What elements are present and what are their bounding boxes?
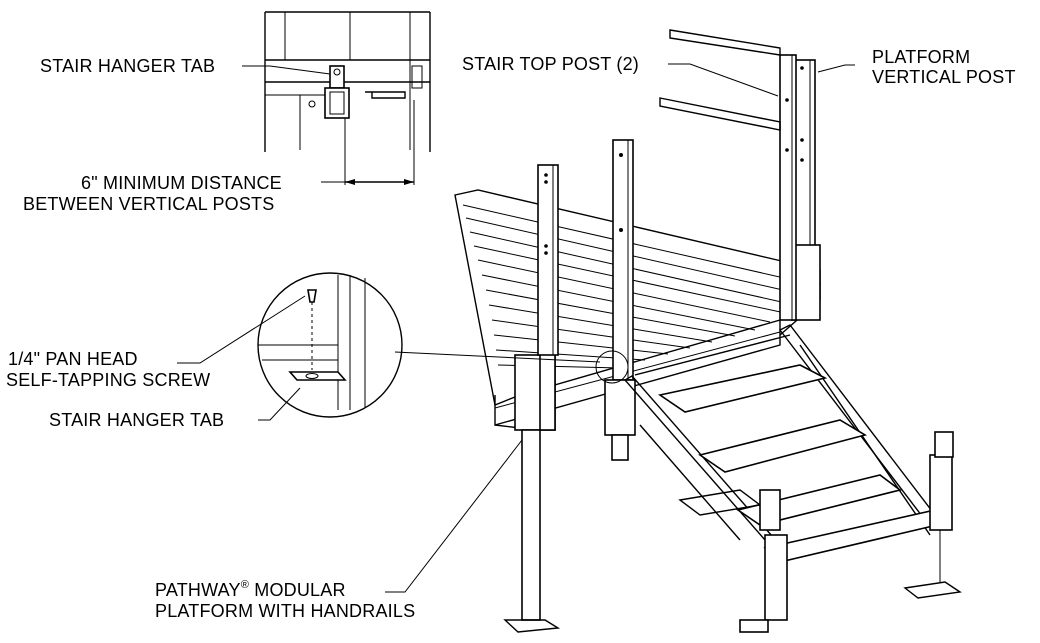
hanger-tab-detail-view [264, 11, 431, 185]
pathway-label-line2: PLATFORM WITH HANDRAILS [155, 601, 415, 621]
pathway-label-prefix: PATHWAY [155, 580, 241, 600]
stair-hanger-tab-top-label: STAIR HANGER TAB [40, 56, 215, 76]
pathway-label-suffix: MODULAR [249, 580, 346, 600]
platform-vertical-post-label-line2: VERTICAL POST [872, 67, 1016, 87]
pathway-label-line1: PATHWAY® MODULAR [155, 579, 346, 600]
stair-top-post-label: STAIR TOP POST (2) [462, 54, 639, 74]
min-distance-label-line1: 6" MINIMUM DISTANCE [81, 173, 282, 193]
stair-top-posts [659, 29, 797, 321]
screw-label-line2: SELF-TAPPING SCREW [6, 370, 210, 390]
stair-hanger-tab-bottom-label: STAIR HANGER TAB [49, 410, 224, 430]
platform-vertical-posts [503, 59, 821, 633]
platform-vertical-post-label-line1: PLATFORM [872, 47, 970, 67]
stair-assembly [623, 324, 962, 633]
screw-detail-view [257, 272, 629, 418]
leader-lines [177, 63, 855, 593]
callout-labels: STAIR HANGER TAB 6" MINIMUM DISTANCE BET… [6, 47, 1016, 621]
min-distance-label-line2: BETWEEN VERTICAL POSTS [23, 194, 274, 214]
screw-label-line1: 1/4" PAN HEAD [8, 349, 138, 369]
registered-mark: ® [241, 579, 249, 591]
